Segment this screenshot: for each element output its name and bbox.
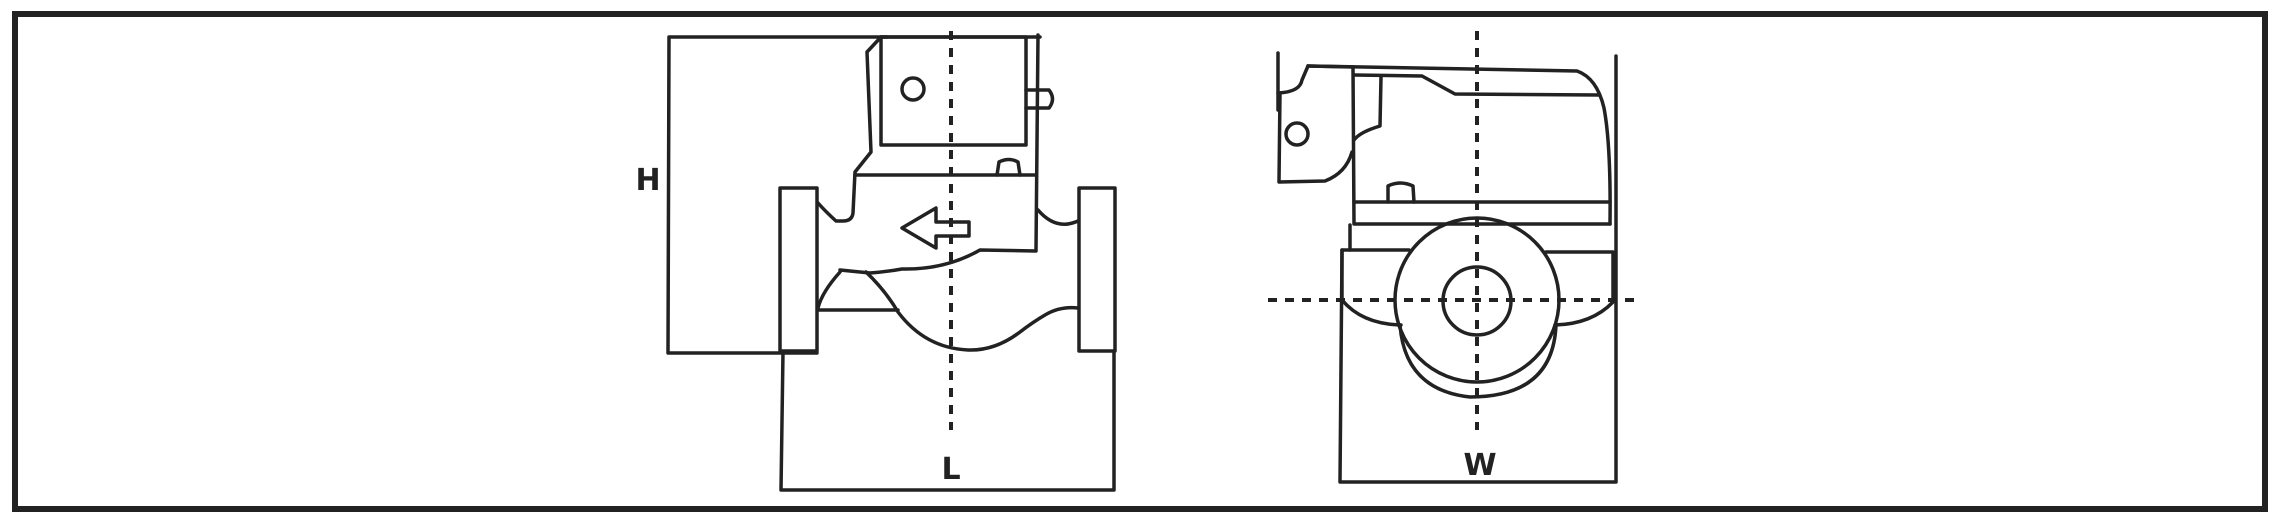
length-label: L (941, 452, 960, 487)
motor-body-outline (1306, 64, 1612, 226)
front-terminal-screw (1284, 121, 1310, 147)
inner-ledge (1352, 75, 1383, 142)
front-bleed-plug (1386, 181, 1416, 204)
housing-lower-left (816, 270, 900, 312)
motor-body-upper-line (1352, 73, 1601, 97)
housing-upper-curve (838, 248, 1038, 275)
housing-right-shoulder (1544, 250, 1615, 327)
height-dimension-bracket (666, 35, 889, 355)
terminal-box-top-extension (879, 33, 1042, 252)
housing-left-shoulder (1340, 248, 1411, 327)
connector-tab (1024, 88, 1055, 110)
left-flange (778, 186, 819, 353)
height-label: H (635, 163, 660, 198)
side-view (666, 31, 1117, 492)
volute-lower-curve (1398, 323, 1558, 399)
front-view (1268, 31, 1641, 484)
right-flange (1077, 186, 1117, 353)
outer-border (12, 11, 2268, 512)
cover-left-detail (1276, 64, 1354, 184)
flow-direction-arrow-icon (900, 206, 971, 250)
width-label: W (1463, 448, 1496, 483)
bleed-plug (995, 157, 1022, 177)
terminal-screw (900, 76, 926, 102)
length-dimension-bracket (779, 350, 1116, 492)
motor-top-cover (1276, 51, 1612, 226)
width-dimension-bracket (1338, 54, 1618, 484)
housing-lower-curve (864, 270, 1080, 352)
terminal-box-left-edge (816, 35, 883, 223)
right-flange-neck (1036, 208, 1080, 226)
